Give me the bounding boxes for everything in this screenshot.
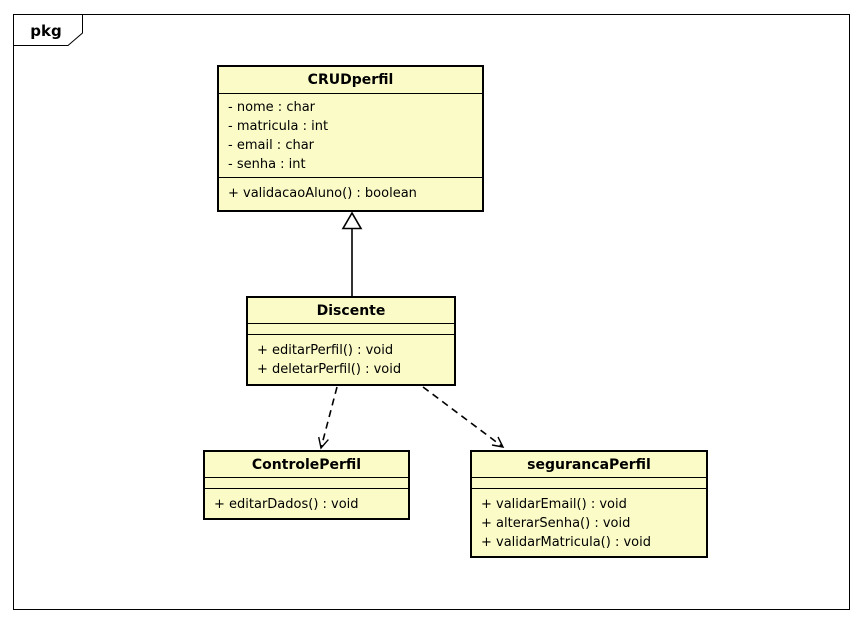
dependency-arrow-controleperfil[interactable] xyxy=(318,386,338,450)
attribute-line: - senha : int xyxy=(228,157,306,172)
attribute-line: - nome : char xyxy=(228,100,316,115)
class-attributes-empty xyxy=(205,478,408,489)
method-line: + editarPerfil() : void xyxy=(257,343,394,358)
generalization-arrow[interactable] xyxy=(341,211,363,296)
class-attributes-empty xyxy=(248,324,454,335)
class-title: Discente xyxy=(248,298,454,324)
method-line: + validarMatricula() : void xyxy=(481,535,651,550)
package-tab-label: pkg xyxy=(30,22,62,40)
class-methods: + editarPerfil() : void + deletarPerfil(… xyxy=(248,335,454,384)
class-box-segurancaperfil[interactable]: segurancaPerfil + validarEmail() : void … xyxy=(470,450,708,558)
class-attributes: - nome : char - matricula : int - email … xyxy=(219,94,482,178)
class-methods: + validarEmail() : void + alterarSenha()… xyxy=(472,489,706,556)
class-title: ControlePerfil xyxy=(205,452,408,478)
package-frame-border xyxy=(13,14,850,610)
class-box-discente[interactable]: Discente + editarPerfil() : void + delet… xyxy=(246,296,456,386)
method-line: + validarEmail() : void xyxy=(481,497,627,512)
class-box-crudperfil[interactable]: CRUDperfil - nome : char - matricula : i… xyxy=(217,65,484,212)
attribute-line: - matricula : int xyxy=(228,119,329,134)
method-line: + editarDados() : void xyxy=(214,497,359,512)
method-line: + validacaoAluno() : boolean xyxy=(228,186,417,201)
class-title: segurancaPerfil xyxy=(472,452,706,478)
method-line: + alterarSenha() : void xyxy=(481,516,631,531)
class-box-controleperfil[interactable]: ControlePerfil + editarDados() : void xyxy=(203,450,410,520)
method-line: + deletarPerfil() : void xyxy=(257,362,402,377)
class-methods: + editarDados() : void xyxy=(205,489,408,518)
package-tab xyxy=(13,14,83,46)
dependency-arrow-segurancaperfil[interactable] xyxy=(422,386,505,448)
attribute-line: - email : char xyxy=(228,138,315,153)
class-methods: + validacaoAluno() : boolean xyxy=(219,178,482,210)
hollow-triangle-arrowhead xyxy=(341,211,363,230)
class-title: CRUDperfil xyxy=(219,67,482,94)
class-attributes-empty xyxy=(472,478,706,489)
